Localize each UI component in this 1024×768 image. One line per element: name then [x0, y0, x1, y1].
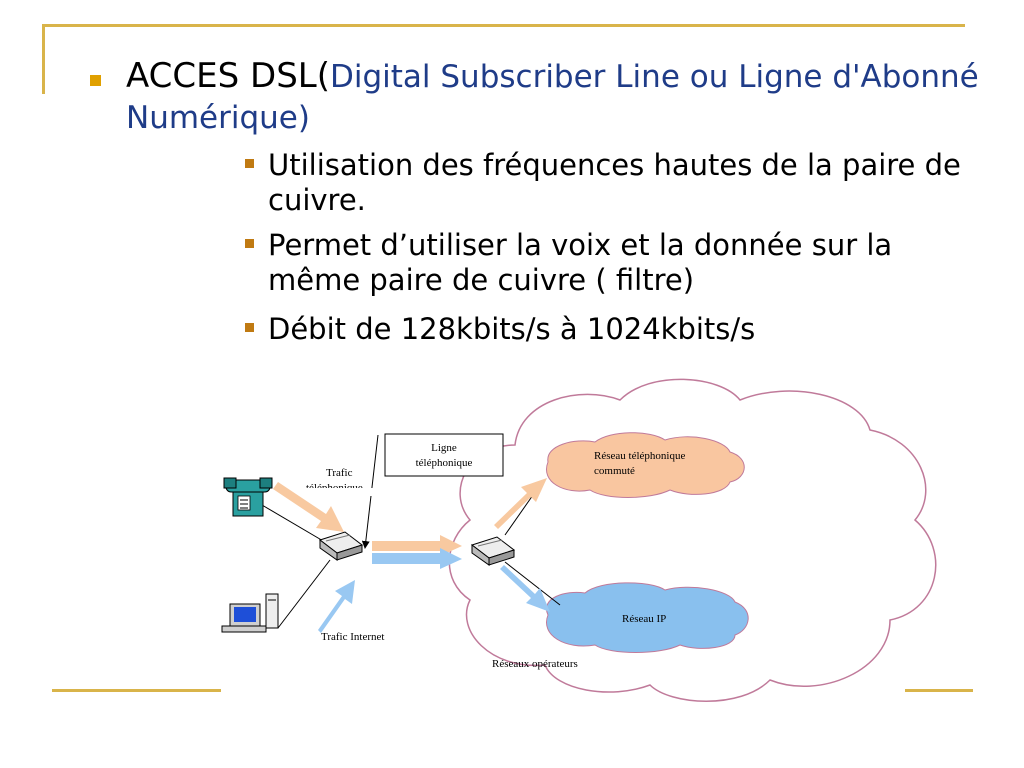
heading-main: ACCES DSL( [126, 56, 330, 96]
heading-sub: Digital Subscriber Line ou Ligne d'Abonn… [126, 59, 979, 136]
trafic-tel-line1: Trafic [326, 467, 353, 479]
bullet-item-3: Débit de 128kbits/s à 1024kbits/s [268, 312, 756, 346]
dslam-icon [470, 536, 516, 566]
bullet-item-2: Permet d’utiliser la voix et la donnée s… [268, 228, 893, 297]
ip-label: Réseau IP [622, 613, 666, 625]
phone-link-line [261, 504, 331, 546]
rtc-cloud [546, 432, 745, 498]
trafic-internet-label: Trafic Internet [321, 631, 384, 643]
reseaux-operateurs-label: Réseaux opérateurs [492, 658, 578, 670]
data-arrow-in [318, 580, 355, 633]
voice-arrow-trunk [372, 535, 462, 556]
rtc-label-line2: commuté [594, 465, 635, 477]
ip-cloud [546, 582, 749, 653]
voice-arrow-in [273, 482, 344, 532]
bottom-rule-right [905, 689, 973, 692]
data-arrow-out [500, 565, 550, 612]
data-arrow-trunk [372, 548, 462, 569]
bullet-item-1: Utilisation des fréquences hautes de la … [268, 148, 961, 217]
pc-link-line [277, 559, 331, 629]
ligne-telephonique-box [384, 433, 504, 477]
bottom-rule-left [52, 689, 221, 692]
splitter-icon [318, 531, 364, 561]
voice-arrow-out [494, 478, 547, 529]
ligne-label-line2: téléphonique [416, 457, 473, 469]
ip-link-line [504, 561, 561, 606]
sub-bullet-icon [245, 239, 254, 248]
computer-icon [221, 593, 279, 633]
label-clip-mask [300, 488, 390, 496]
operator-network-cloud [448, 378, 937, 702]
sub-bullet-icon [245, 159, 254, 168]
ligne-label-line1: Ligne [431, 442, 457, 454]
slide-heading: ACCES DSL(Digital Subscriber Line ou Lig… [126, 56, 986, 138]
telephone-icon [223, 477, 273, 517]
frame-top-border [42, 24, 965, 27]
main-bullet-icon [90, 75, 101, 86]
frame-left-border [42, 24, 45, 94]
sub-bullet-icon [245, 323, 254, 332]
rtc-label-line1: Réseau téléphonique [594, 450, 685, 462]
